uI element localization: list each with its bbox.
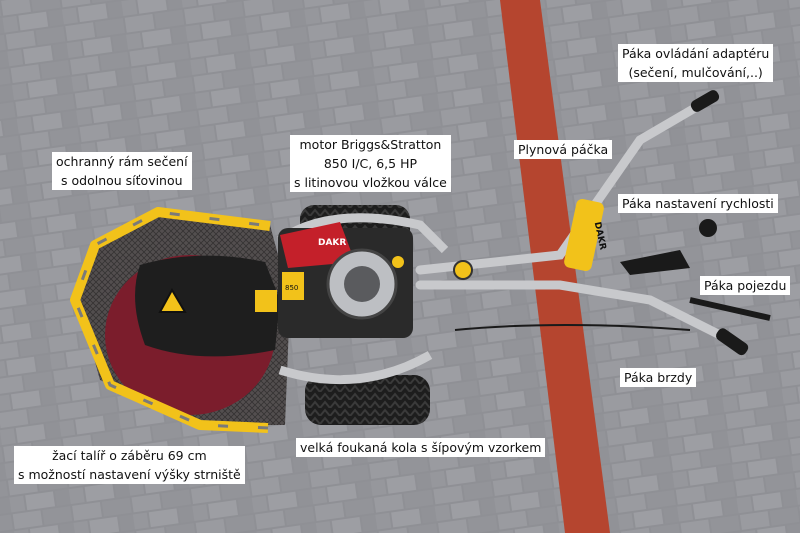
label-line: s možností nastavení výšky strniště [18,467,241,482]
label-mowing-frame: ochranný rám sečení s odolnou síťovinou [52,152,192,190]
rear-wheel-bottom [305,375,430,425]
label-line: Páka nastavení rychlosti [622,196,774,211]
label-brake-lever: Páka brzdy [620,368,697,387]
warning-sticker [158,287,187,313]
handlebar-left [415,100,705,275]
grip-top [690,90,720,112]
label-line: žací talíř o záběru 69 cm [52,448,207,463]
handlebar-brand-plate [564,198,604,272]
label-line: Páka brzdy [624,370,693,385]
label-wheels: velká foukaná kola s šípovým vzorkem [296,438,546,457]
engine-shroud [280,222,355,268]
yellow-sticker [255,290,277,312]
chassis-tube-lower [278,351,433,385]
handlebar-right [415,280,745,350]
label-engine: motor Briggs&Stratton 850 I/C, 6,5 HP s … [290,135,451,192]
adjust-knob [453,260,473,280]
grip-bottom [716,328,749,356]
label-line: Plynová páčka [518,142,609,157]
engine-brand-text: DAKR [318,238,346,248]
red-brick-stripe [500,0,610,533]
protective-frame [70,207,271,433]
control-cable [454,324,691,331]
speed-lever-housing [620,250,690,275]
label-line: 850 I/C, 6,5 HP [323,156,418,171]
label-speed-lever: Páka nastavení rychlosti [618,194,778,213]
label-line: ochranný rám sečení [56,154,188,169]
label-line: motor Briggs&Stratton [299,137,442,152]
speed-lever-knob [699,219,717,237]
label-line: velká foukaná kola s šípovým vzorkem [300,440,542,455]
label-adapter-lever: Páka ovládání adaptéru (sečení, mulčován… [618,44,774,82]
fuel-cap [392,256,404,268]
label-drive-lever: Páka pojezdu [700,276,791,295]
label-line: Páka pojezdu [704,278,787,293]
label-line: Páka ovládání adaptéru [622,46,770,61]
engine-badge-text: 850 [285,284,298,292]
label-mowing-disc: žací talíř o záběru 69 cm s možností nas… [14,446,245,484]
drive-lever [689,297,771,321]
label-line: (sečení, mulčování,..) [628,65,763,80]
label-throttle-lever: Plynová páčka [514,140,613,159]
engine-fan-hub [344,266,380,302]
deck-cover [135,255,280,357]
engine-badge [282,272,304,300]
label-line: s litinovou vložkou válce [294,175,447,190]
label-line: s odolnou síťovinou [61,173,183,188]
